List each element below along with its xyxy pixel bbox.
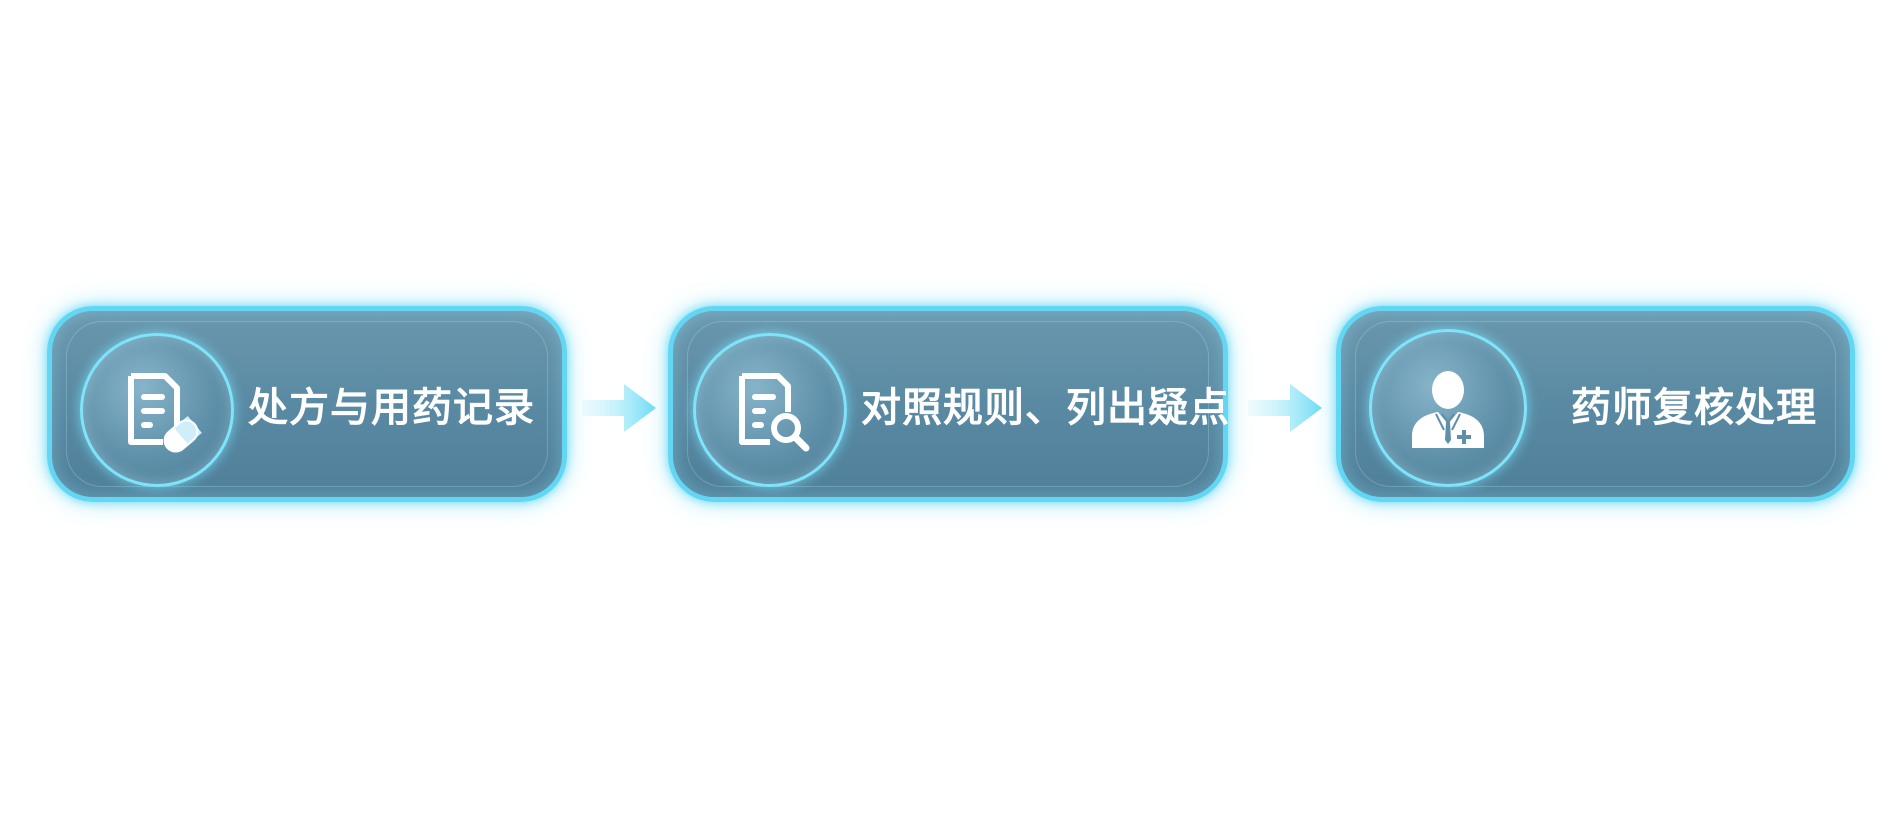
step-rule-check: 对照规则、列出疑点 (668, 306, 1230, 502)
step-label: 对照规则、列出疑点 (861, 385, 1230, 431)
arrow-right-icon (582, 384, 656, 432)
pharmacist-icon (1412, 371, 1484, 448)
step-label: 处方与用药记录 (248, 385, 535, 431)
arrow-right-icon (1248, 384, 1322, 432)
step-3-icon-badge (1369, 329, 1527, 487)
step-label: 药师复核处理 (1571, 385, 1817, 431)
step-2-icon-badge (693, 333, 847, 487)
document-search-icon (739, 373, 810, 452)
step-prescription-records: 处方与用药记录 (47, 306, 567, 502)
step-1-icon-badge (80, 333, 234, 487)
step-pharmacist-review: 药师复核处理 (1336, 306, 1855, 502)
prescription-pill-icon (128, 373, 202, 453)
